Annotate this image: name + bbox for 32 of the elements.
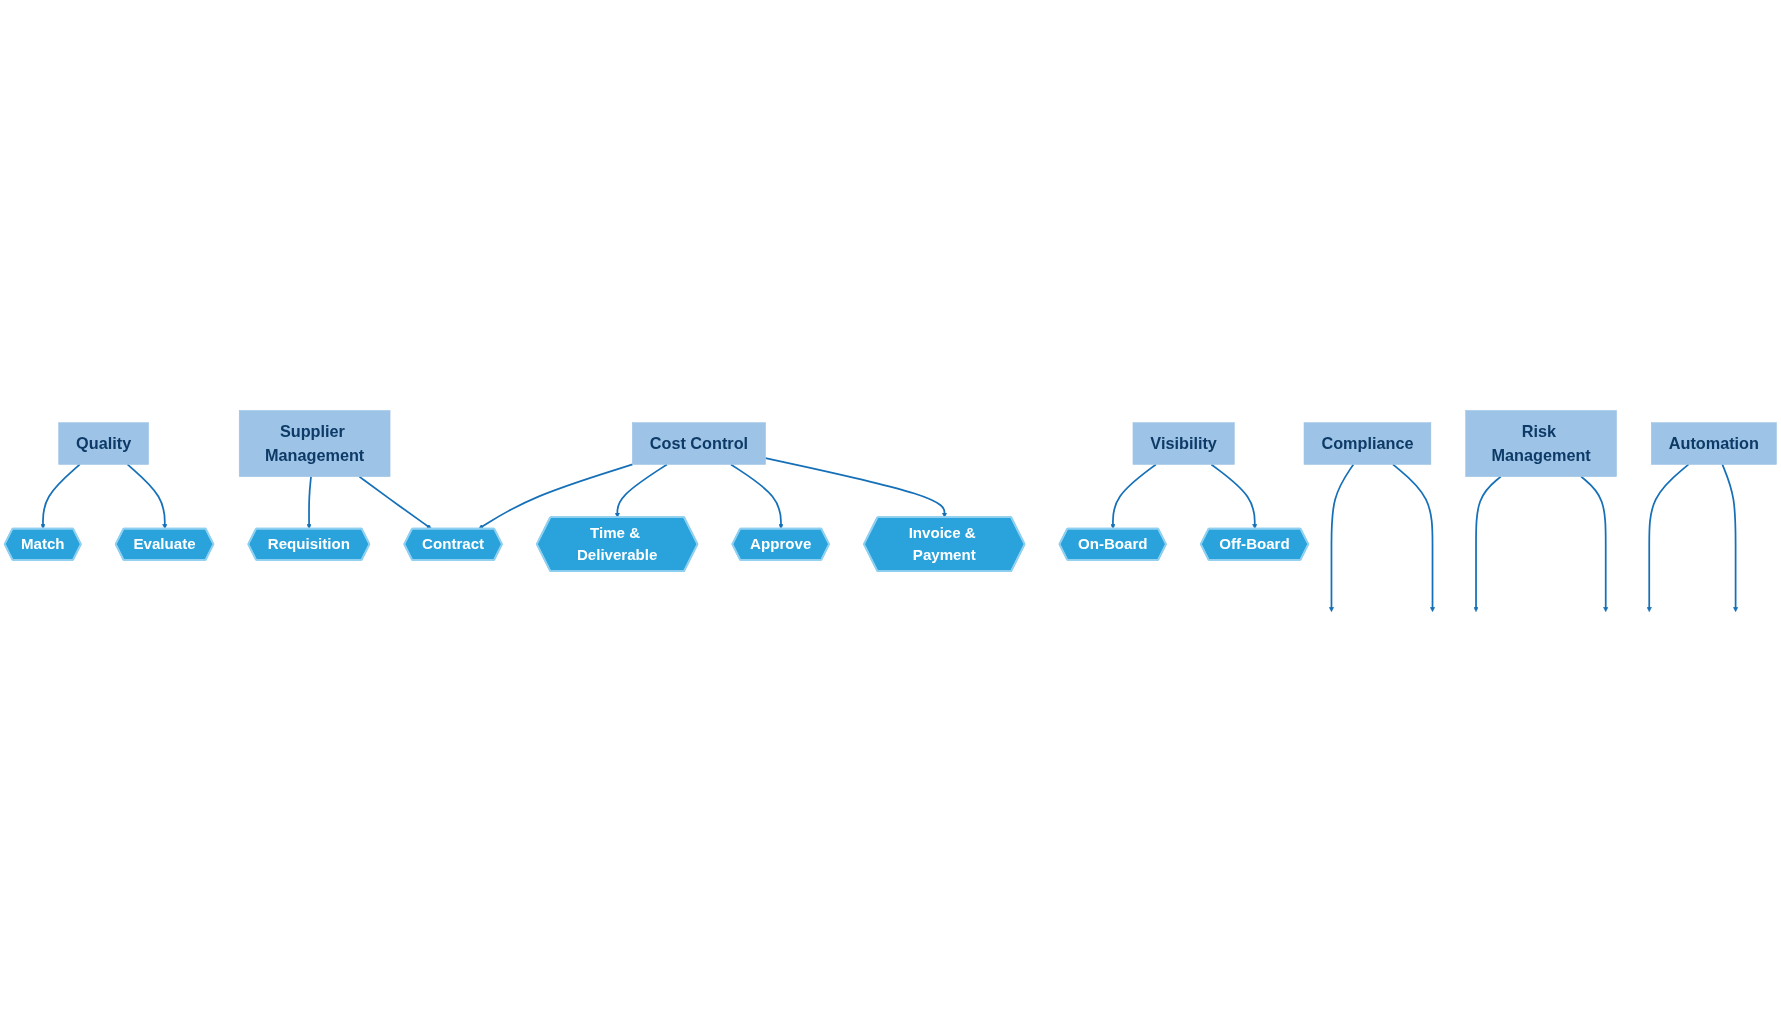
hexagon-step: Off-Board	[1199, 527, 1310, 561]
arrow	[1721, 463, 1739, 613]
arrow	[358, 475, 432, 530]
arrow	[306, 475, 312, 530]
arrow	[730, 463, 784, 530]
hexagon-step: Approve	[731, 527, 830, 561]
arrow	[1392, 463, 1436, 613]
label-box: Risk Management	[1465, 410, 1617, 477]
label-box: Visibility	[1132, 422, 1235, 465]
arrow	[478, 463, 634, 530]
arrow	[1580, 475, 1609, 613]
label-box: Supplier Management	[238, 410, 391, 477]
arrow	[1646, 463, 1690, 613]
hexagon-step: Match	[3, 527, 82, 561]
arrow	[1473, 475, 1502, 613]
hexagon-step: Invoice & Payment	[863, 516, 1026, 573]
hexagon-step: Contract	[403, 527, 503, 561]
arrow	[1210, 463, 1258, 530]
hexagon-step: Requisition	[247, 527, 371, 561]
hexagon-step: Evaluate	[114, 527, 215, 561]
label-box: Cost Control	[632, 422, 766, 465]
arrow	[1328, 463, 1355, 613]
arrow	[614, 463, 668, 518]
arrow	[764, 457, 948, 518]
label-box: Quality	[58, 422, 149, 465]
arrow	[126, 463, 168, 530]
label-box: Automation	[1651, 422, 1777, 465]
label-box: Compliance	[1303, 422, 1432, 465]
arrow	[40, 463, 81, 530]
hexagon-step: On-Board	[1058, 527, 1167, 561]
arrow	[1110, 463, 1157, 530]
hexagon-step: Time & Deliverable	[535, 516, 699, 573]
